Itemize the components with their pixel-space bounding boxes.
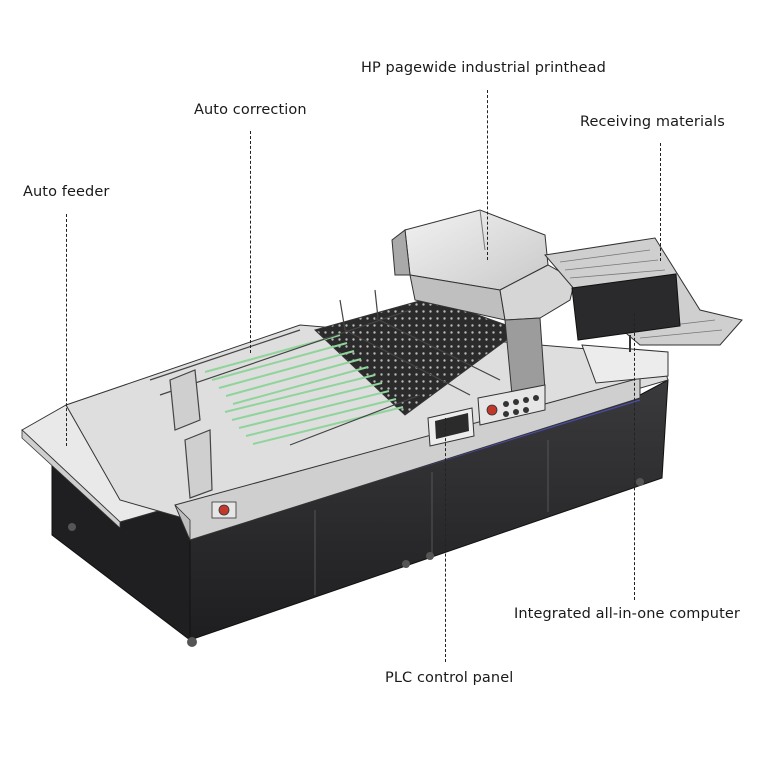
label-plc: PLC control panel [385, 670, 514, 686]
monitor [571, 273, 681, 384]
label-receiving: Receiving materials [580, 114, 725, 130]
button-panel [477, 384, 546, 426]
cabinet-base [51, 379, 669, 647]
leader-line-receiving [660, 143, 661, 261]
leader-line-computer [634, 313, 635, 600]
label-computer: Integrated all-in-one computer [514, 606, 740, 622]
label-feeder: Auto feeder [23, 184, 110, 200]
leader-line-correction [250, 131, 251, 353]
leader-line-plc [445, 418, 446, 662]
printhead-hood [391, 209, 576, 396]
leader-line-feeder [66, 214, 67, 446]
leader-line-printhead [487, 90, 488, 260]
label-correction: Auto correction [194, 102, 307, 118]
plc-panel [427, 407, 475, 447]
label-printhead: HP pagewide industrial printhead [361, 60, 606, 76]
emergency-stop [211, 501, 237, 519]
deck-rails [149, 289, 501, 499]
